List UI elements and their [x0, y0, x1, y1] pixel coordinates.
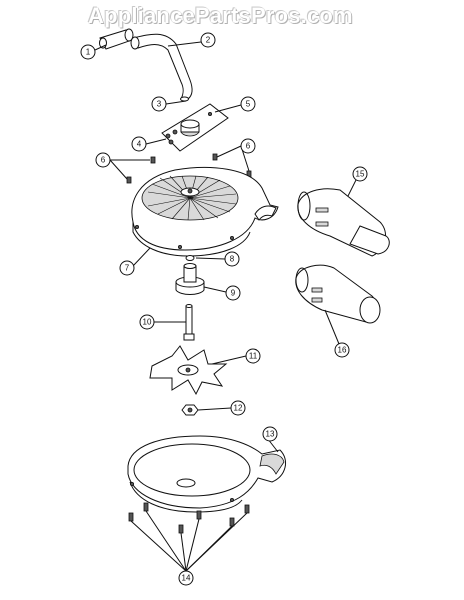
svg-text:11: 11 — [249, 352, 258, 361]
svg-text:15: 15 — [356, 170, 365, 179]
callout-3: 3 — [151, 96, 167, 112]
svg-text:14: 14 — [182, 574, 191, 583]
callout-7: 7 — [119, 260, 135, 276]
svg-text:9: 9 — [231, 289, 236, 298]
part-lower-housing — [127, 435, 287, 513]
svg-text:6: 6 — [246, 142, 251, 151]
callout-4: 4 — [131, 136, 147, 152]
part-washer — [185, 255, 195, 261]
svg-text:3: 3 — [157, 100, 162, 109]
watermark-logo: AppliancePartsPros.com — [88, 3, 353, 28]
svg-text:1: 1 — [86, 48, 91, 57]
svg-text:5: 5 — [246, 100, 251, 109]
callout-16: 16 — [334, 342, 350, 358]
part-tube — [130, 33, 193, 102]
svg-text:2: 2 — [206, 36, 211, 45]
svg-text:13: 13 — [266, 430, 275, 439]
svg-text:8: 8 — [230, 255, 235, 264]
callout-8: 8 — [224, 251, 240, 267]
callout-12: 12 — [230, 400, 246, 416]
part-nut — [181, 404, 199, 416]
part-shaft — [183, 304, 195, 341]
callout-9: 9 — [225, 285, 241, 301]
svg-text:4: 4 — [137, 140, 142, 149]
callout-5: 5 — [240, 96, 256, 112]
callout-2: 2 — [200, 32, 216, 48]
part-nozzle-flat — [297, 188, 390, 257]
part-impeller — [149, 345, 228, 396]
callout-6-right: 6 — [240, 138, 256, 154]
callout-10: 10 — [139, 314, 155, 330]
callout-13: 13 — [262, 426, 278, 442]
svg-text:6: 6 — [101, 156, 106, 165]
part-hub — [175, 263, 205, 295]
callout-6-left: 6 — [95, 152, 111, 168]
callout-14: 14 — [178, 570, 194, 586]
leader-lines — [94, 41, 358, 572]
callout-15: 15 — [352, 166, 368, 182]
svg-text:7: 7 — [125, 264, 130, 273]
svg-text:16: 16 — [338, 346, 347, 355]
part-nozzle-round — [295, 264, 381, 324]
callout-11: 11 — [245, 348, 261, 364]
callout-1: 1 — [80, 44, 96, 60]
part-mounting-plate — [161, 103, 229, 152]
part-upper-housing — [131, 166, 279, 257]
svg-text:10: 10 — [143, 318, 152, 327]
svg-text:12: 12 — [234, 404, 243, 413]
part-screws — [126, 153, 252, 184]
